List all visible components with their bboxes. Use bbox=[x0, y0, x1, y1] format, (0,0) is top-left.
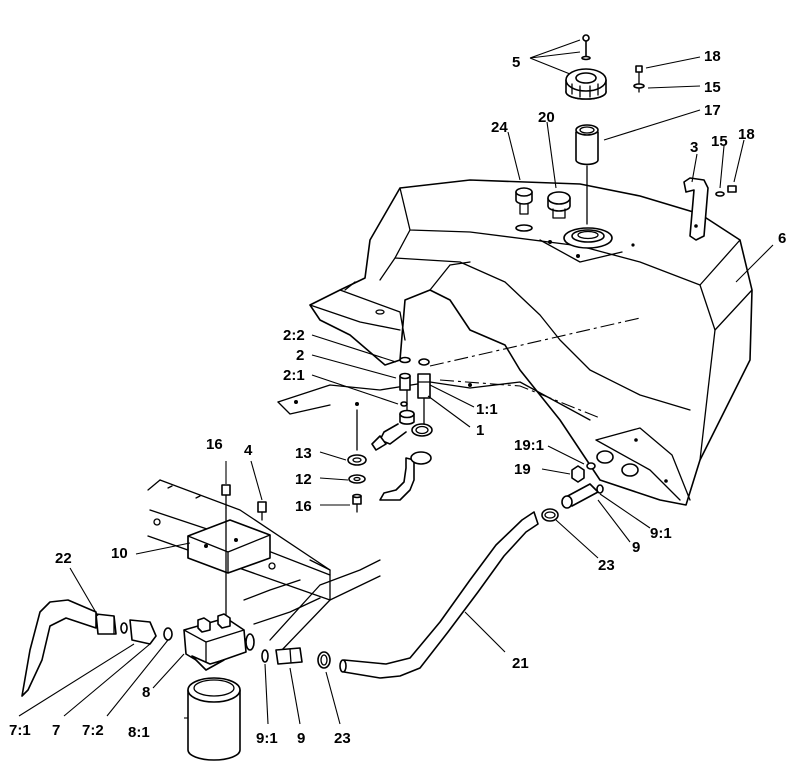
callout-6: 6 bbox=[778, 230, 786, 247]
callout-18-top: 18 bbox=[704, 48, 721, 65]
callout-20: 20 bbox=[538, 109, 555, 126]
fuel-strainer bbox=[575, 124, 599, 166]
vent-cap-24 bbox=[515, 187, 533, 232]
callout-3: 3 bbox=[690, 139, 698, 156]
callout-4: 4 bbox=[244, 442, 253, 459]
outlet-fittings bbox=[261, 647, 331, 669]
callout-13: 13 bbox=[295, 445, 312, 462]
callout-16-left: 16 bbox=[206, 436, 223, 453]
callout-23-right: 23 bbox=[598, 557, 615, 574]
callout-2-2: 2:2 bbox=[283, 327, 305, 344]
callout-15-right: 15 bbox=[711, 133, 728, 150]
strap-clamp bbox=[683, 177, 737, 241]
fuel-hose-short bbox=[371, 435, 432, 501]
callout-2: 2 bbox=[296, 347, 304, 364]
washer-stack bbox=[347, 409, 367, 513]
callout-21: 21 bbox=[512, 655, 529, 672]
fuel-filter bbox=[187, 677, 241, 761]
callout-19-1: 19:1 bbox=[514, 437, 544, 454]
callout-7-1: 7:1 bbox=[9, 722, 31, 739]
callout-16-mid: 16 bbox=[295, 498, 312, 515]
frame-rails bbox=[147, 479, 331, 626]
inlet-fittings bbox=[95, 613, 173, 645]
callout-9-1-left: 9:1 bbox=[256, 730, 278, 747]
callout-9-1-right: 9:1 bbox=[650, 525, 672, 542]
callout-24: 24 bbox=[491, 119, 508, 136]
screw-top bbox=[633, 65, 645, 93]
callout-9-right: 9 bbox=[632, 539, 640, 556]
callout-1-1: 1:1 bbox=[476, 401, 498, 418]
callout-8-1: 8:1 bbox=[128, 724, 150, 741]
fuel-hose-long bbox=[339, 511, 539, 679]
callout-15-top: 15 bbox=[704, 79, 721, 96]
callout-19: 19 bbox=[514, 461, 531, 478]
callout-8: 8 bbox=[142, 684, 150, 701]
callout-22: 22 bbox=[55, 550, 72, 567]
callout-12: 12 bbox=[295, 471, 312, 488]
callout-9-left: 9 bbox=[297, 730, 305, 747]
vent-cap-20 bbox=[547, 191, 571, 219]
callout-7-2: 7:2 bbox=[82, 722, 104, 739]
fuel-hose-22 bbox=[21, 599, 97, 697]
fitting-stack bbox=[379, 356, 433, 445]
callout-labels: 5 18 15 17 24 20 3 15 18 6 2:2 2 2:1 1:1… bbox=[9, 48, 786, 747]
callout-17: 17 bbox=[704, 102, 721, 119]
tank-side-fittings bbox=[541, 462, 604, 522]
callout-10: 10 bbox=[111, 545, 128, 562]
callout-2-1: 2:1 bbox=[283, 367, 305, 384]
callout-23-left: 23 bbox=[334, 730, 351, 747]
callout-1: 1 bbox=[476, 422, 484, 439]
leader-lines bbox=[18, 39, 774, 725]
filter-head bbox=[183, 613, 255, 671]
fuel-cap bbox=[565, 34, 607, 100]
callout-5: 5 bbox=[512, 54, 520, 71]
callout-18-right: 18 bbox=[738, 126, 755, 143]
callout-7: 7 bbox=[52, 722, 60, 739]
